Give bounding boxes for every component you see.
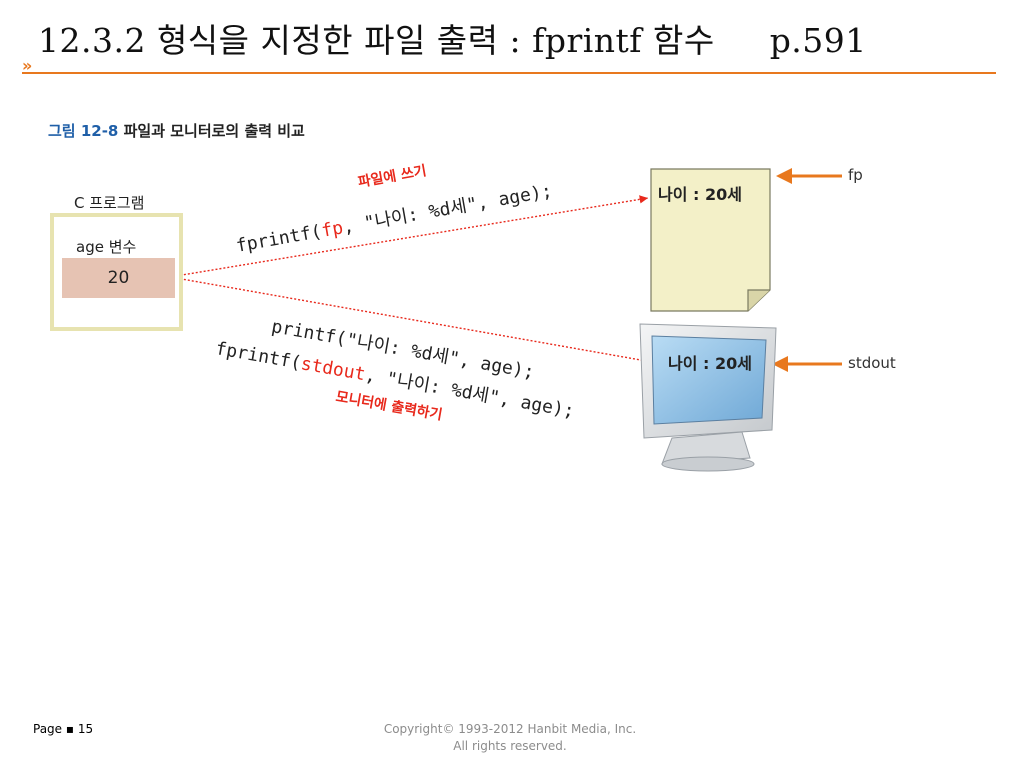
title-text: 12.3.2 형식을 지정한 파일 출력 : fprintf 함수 (38, 21, 715, 60)
monitor-icon (639, 323, 777, 472)
figure-number: 그림 12-8 (48, 122, 119, 140)
variable-label: age 변수 (76, 238, 137, 256)
file-document-icon (650, 168, 771, 312)
page-number: Page ▪ 15 (33, 722, 94, 736)
monitor-output-line (175, 277, 653, 365)
fp-arrow (776, 168, 842, 184)
stdout-label: stdout (848, 354, 896, 372)
slide-title: 12.3.2 형식을 지정한 파일 출력 : fprintf 함수 p.591 (38, 14, 867, 62)
figure-caption-text: 파일과 모니터로의 출력 비교 (123, 122, 305, 140)
stdout-arrow (772, 356, 842, 372)
chevron-icon: » (22, 56, 33, 75)
file-content: 나이 : 20세 (658, 185, 742, 204)
copyright-line-2: All rights reserved. (453, 739, 567, 753)
variable-value-box: 20 (62, 258, 175, 298)
copyright: Copyright© 1993-2012 Hanbit Media, Inc. … (320, 721, 700, 755)
page-reference: p.591 (769, 21, 867, 60)
monitor-content: 나이 : 20세 (668, 354, 752, 373)
program-label: C 프로그램 (74, 194, 145, 212)
fp-label: fp (848, 166, 863, 184)
figure-caption: 그림 12-8 파일과 모니터로의 출력 비교 (48, 120, 305, 141)
copyright-line-1: Copyright© 1993-2012 Hanbit Media, Inc. (383, 722, 637, 736)
title-divider (22, 72, 996, 74)
